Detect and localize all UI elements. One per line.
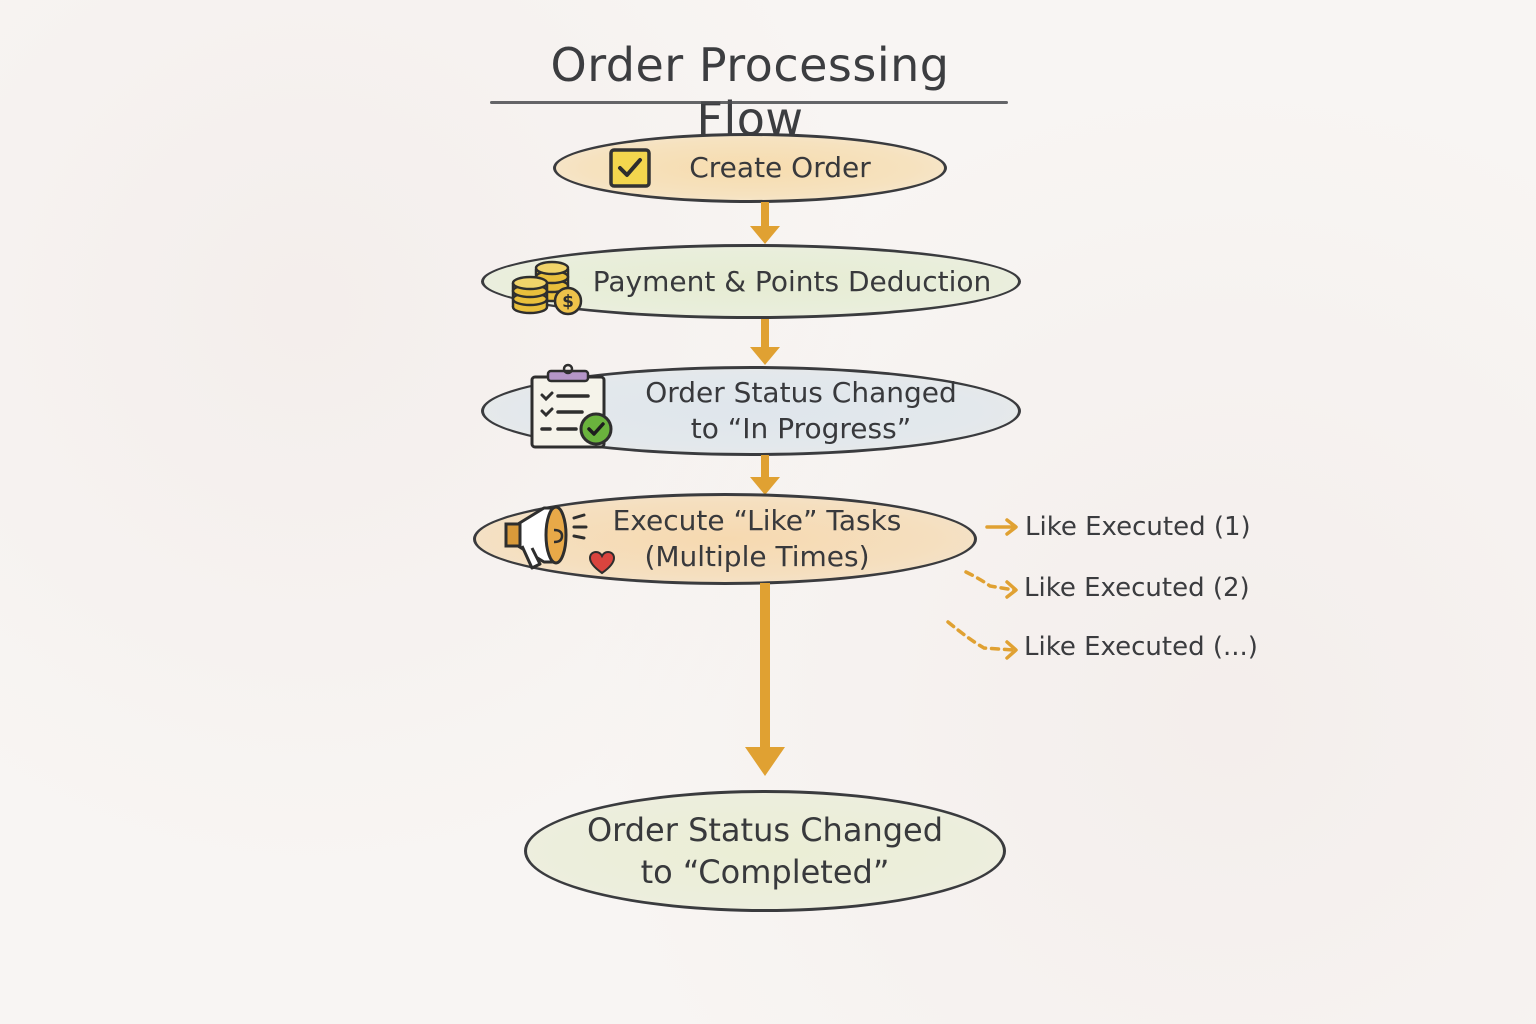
node-label: Execute “Like” Tasks (Multiple Times) bbox=[613, 503, 902, 575]
node-label-line1: Order Status Changed bbox=[645, 376, 957, 409]
node-label-line2: (Multiple Times) bbox=[644, 540, 870, 573]
dashed-arrow-icon bbox=[946, 620, 1018, 660]
node-label: Order Status Changed to “Completed” bbox=[587, 809, 943, 893]
branch-like-executed-2: Like Executed (2) bbox=[1024, 573, 1250, 603]
svg-text:$: $ bbox=[562, 292, 574, 312]
node-payment: $ Payment & Points Deduction bbox=[481, 244, 1021, 319]
dashed-arrow-icon bbox=[964, 570, 1018, 599]
branch-like-executed-1: Like Executed (1) bbox=[985, 512, 1251, 542]
node-label-line2: to “In Progress” bbox=[690, 412, 912, 445]
diagram-title: Order Processing Flow bbox=[550, 38, 950, 146]
branch-label: Like Executed (1) bbox=[1025, 512, 1251, 542]
arrow-create-to-payment bbox=[750, 202, 780, 244]
node-like-tasks: Execute “Like” Tasks (Multiple Times) bbox=[473, 493, 977, 585]
arrow-right-icon bbox=[985, 518, 1018, 536]
clipboard-check-icon bbox=[530, 363, 613, 449]
branch-label: Like Executed (...) bbox=[1024, 632, 1258, 662]
node-in-progress: Order Status Changed to “In Progress” bbox=[481, 363, 1021, 456]
node-label-line1: Execute “Like” Tasks bbox=[612, 504, 902, 537]
node-label: Order Status Changed to “In Progress” bbox=[645, 375, 957, 447]
arrow-like-to-completed bbox=[745, 583, 785, 776]
megaphone-icon bbox=[504, 505, 588, 570]
node-create-order: Create Order bbox=[553, 133, 947, 203]
node-label: Payment & Points Deduction bbox=[592, 264, 992, 298]
heart-icon bbox=[588, 551, 616, 575]
branch-label: Like Executed (2) bbox=[1024, 573, 1250, 603]
node-label: Create Order bbox=[689, 151, 871, 184]
branch-like-executed-more: Like Executed (...) bbox=[1024, 632, 1258, 662]
node-completed: Order Status Changed to “Completed” bbox=[524, 790, 1006, 912]
checkbox-icon bbox=[609, 148, 651, 188]
coins-icon: $ bbox=[511, 260, 583, 316]
arrow-progress-to-like bbox=[750, 455, 780, 495]
node-label-line1: Order Status Changed bbox=[586, 811, 944, 849]
node-label-line2: to “Completed” bbox=[640, 853, 890, 891]
arrow-payment-to-progress bbox=[750, 319, 780, 365]
title-underline bbox=[490, 101, 1008, 104]
